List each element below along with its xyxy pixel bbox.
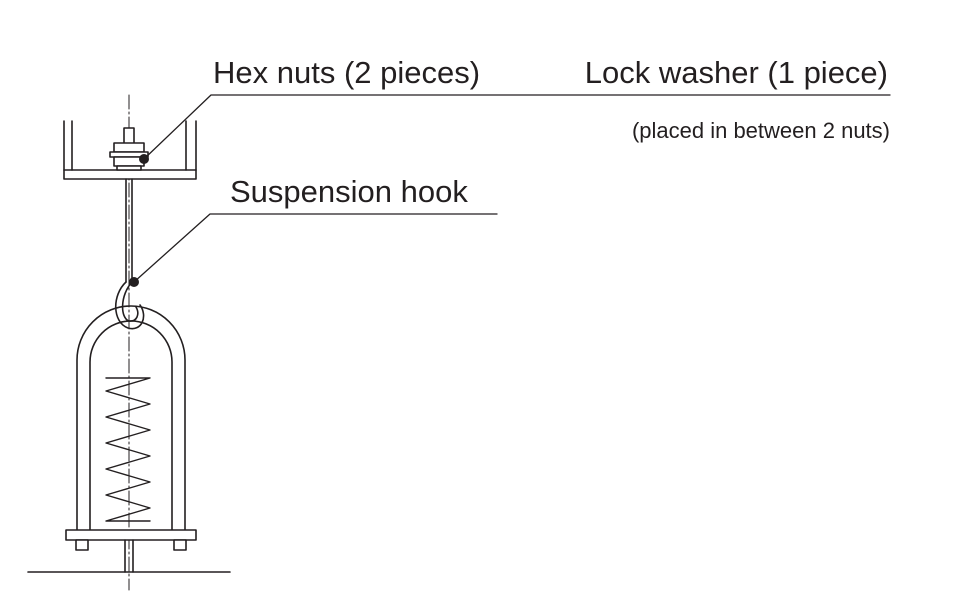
spring-frame [76,305,186,531]
lock-washer-label: Lock washer (1 piece) [584,55,888,90]
bottom-plate [65,529,197,573]
suspension-hook [114,178,145,330]
hex-nuts-leader [139,94,891,164]
suspension-hook-leader [129,213,498,287]
suspension-hook-label: Suspension hook [230,174,468,209]
coil-spring [105,377,151,522]
hex-nuts-label: Hex nuts (2 pieces) [213,55,481,90]
lock-washer-note: (placed in between 2 nuts) [631,118,890,143]
